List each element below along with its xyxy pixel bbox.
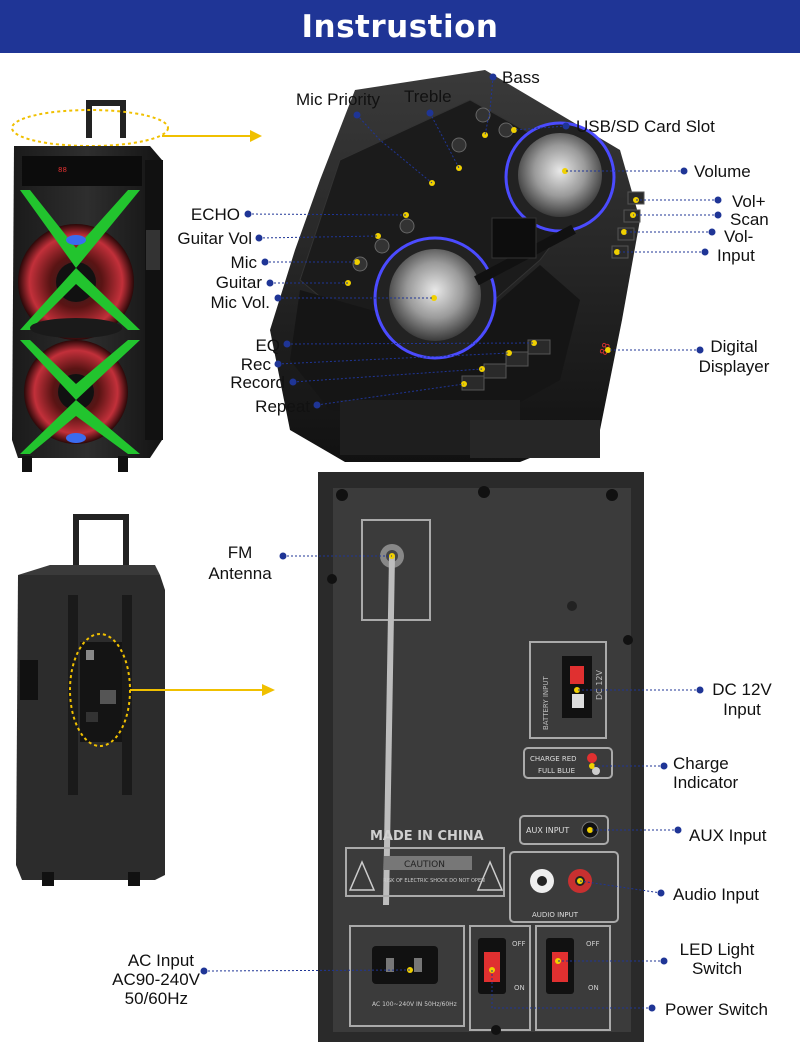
label-bass: Bass xyxy=(502,68,540,87)
label-mic: Mic xyxy=(230,253,257,272)
label-dc-12v: DC 12V xyxy=(712,680,772,699)
caution-text: CAUTION xyxy=(404,860,445,870)
back-leader-dots xyxy=(200,552,704,1012)
label-fm: FM xyxy=(227,543,253,562)
made-in-china-text: MADE IN CHINA xyxy=(370,829,484,844)
title-banner: Instrustion xyxy=(0,0,800,53)
label-vol-minus: Vol- xyxy=(724,227,754,246)
charge-red-text: CHARGE RED xyxy=(530,755,577,763)
back-panel-closeup: BATTERY INPUT DC 12V CHARGE RED FULL BLU… xyxy=(318,472,644,1042)
label-scan: Scan xyxy=(730,210,769,229)
label-digital: Digital xyxy=(710,337,758,356)
label-mic-priority: Mic Priority xyxy=(296,90,381,109)
dc-text: DC 12V xyxy=(595,670,604,700)
label-ac-input: AC Input xyxy=(127,951,194,970)
power-on-text: ON xyxy=(514,984,525,992)
back-speaker-image xyxy=(16,514,165,886)
label-dc-input: Input xyxy=(723,700,761,719)
label-ac-frequency: 50/60Hz xyxy=(124,989,188,1008)
label-vol-plus: Vol+ xyxy=(732,192,766,211)
top-leader-dots xyxy=(244,73,722,409)
svg-text:88: 88 xyxy=(58,166,67,174)
label-guitar-vol: Guitar Vol xyxy=(177,229,252,248)
caution-sub-text: RISK OF ELECTRIC SHOCK DO NOT OPEN xyxy=(383,878,485,884)
aux-input-text: AUX INPUT xyxy=(526,826,569,835)
label-echo: ECHO xyxy=(190,205,240,224)
back-leader-lines xyxy=(203,555,700,1009)
battery-input-text: BATTERY INPUT xyxy=(542,676,550,730)
ac-rating-text: AC 100~240V IN 50Hz/60Hz xyxy=(372,1001,457,1008)
label-mic-vol: Mic Vol. xyxy=(210,293,270,312)
label-rec: Rec xyxy=(240,355,271,374)
front-speaker-image: 88 xyxy=(11,100,169,472)
label-aux-input: AUX Input xyxy=(689,826,767,845)
label-power-switch: Power Switch xyxy=(665,1000,768,1019)
label-led-switch: Switch xyxy=(691,959,743,978)
page-title: Instrustion xyxy=(301,8,499,45)
led-on-text: ON xyxy=(588,984,599,992)
label-volume: Volume xyxy=(694,162,751,181)
power-off-text: OFF xyxy=(512,940,526,948)
label-record: Record xyxy=(230,373,285,392)
top-leader-lines xyxy=(247,76,718,406)
label-treble: Treble xyxy=(404,87,452,106)
label-ac-voltage: AC90-240V xyxy=(112,970,200,989)
label-led-light: LED Light xyxy=(679,940,755,959)
label-input: Input xyxy=(717,246,755,265)
label-usb-sd-card-slot: USB/SD Card Slot xyxy=(576,117,715,136)
label-indicator: Indicator xyxy=(673,773,739,792)
audio-input-text: AUDIO INPUT xyxy=(532,911,579,919)
label-audio-input: Audio Input xyxy=(673,885,760,904)
label-antenna: Antenna xyxy=(208,564,272,583)
label-eq: EQ xyxy=(255,336,280,355)
label-repeat: Repeat xyxy=(255,397,310,416)
full-blue-text: FULL BLUE xyxy=(538,767,575,775)
led-off-text: OFF xyxy=(586,940,600,948)
top-panel-closeup: 88 xyxy=(270,70,645,462)
label-displayer: Displayer xyxy=(698,357,770,376)
label-guitar: Guitar xyxy=(215,273,262,292)
label-charge: Charge xyxy=(673,754,729,773)
